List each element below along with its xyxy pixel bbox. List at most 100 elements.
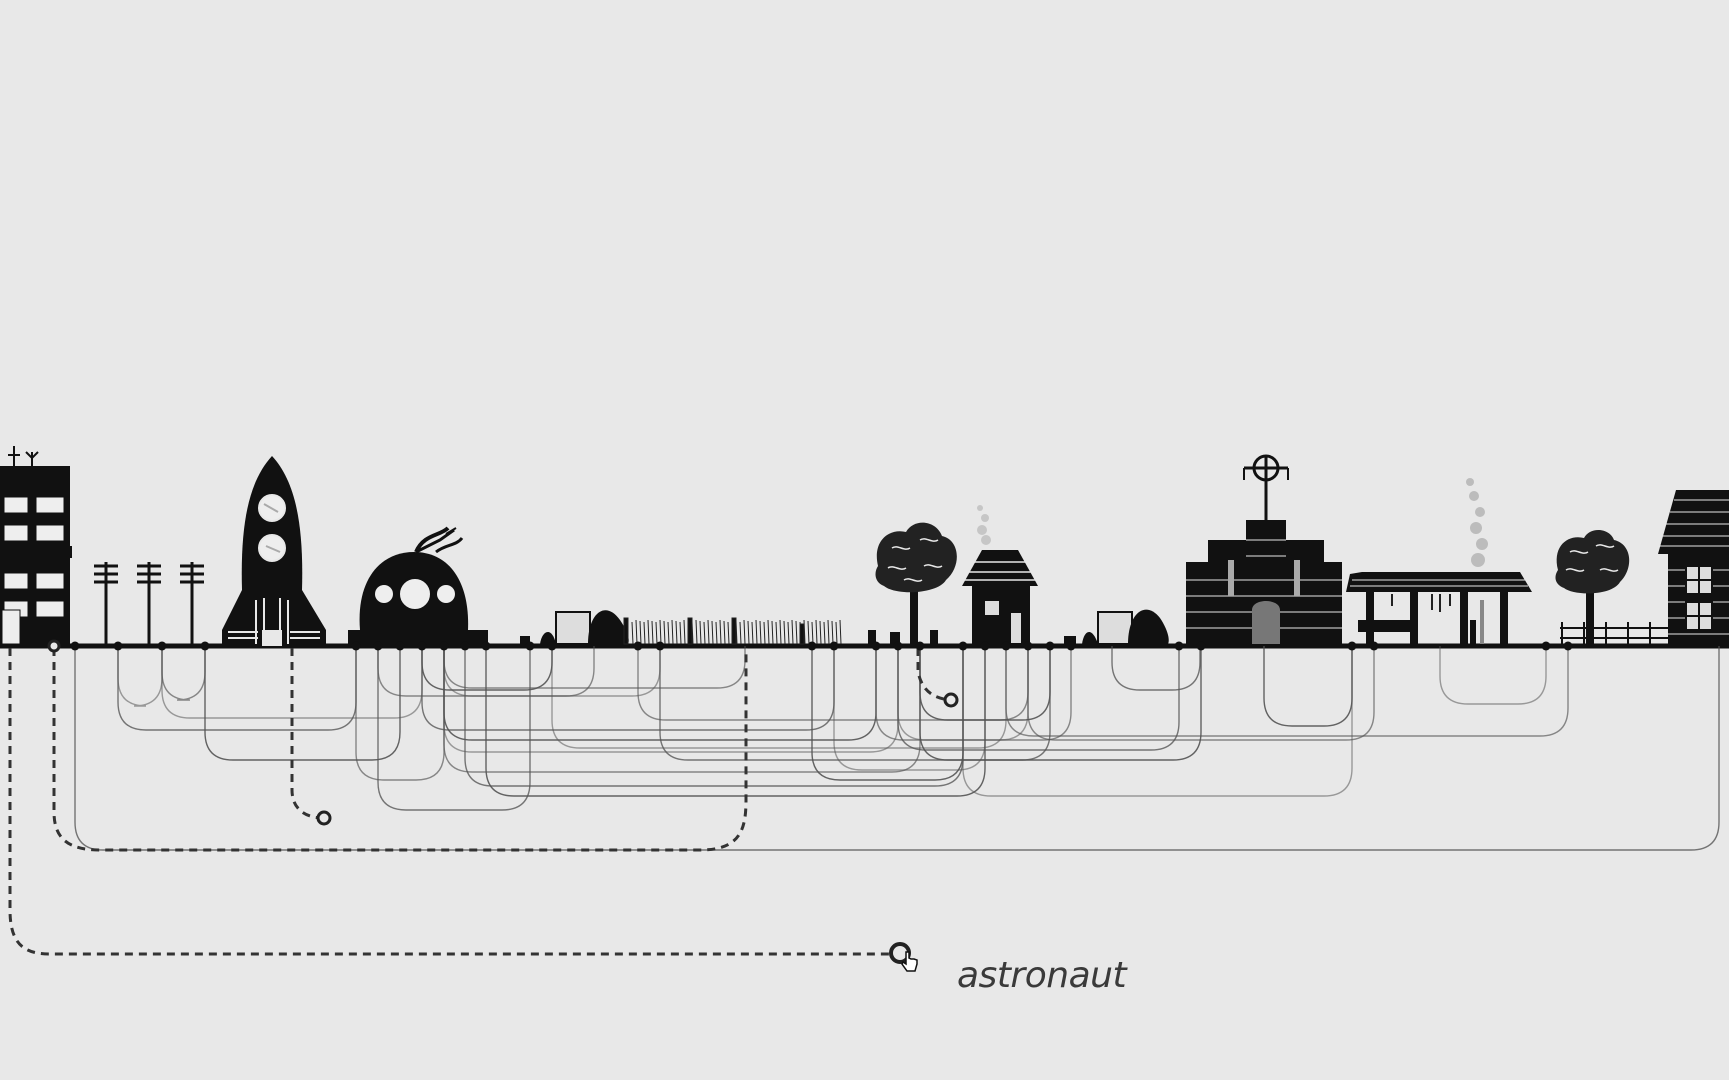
- brick-house[interactable]: [1658, 490, 1729, 644]
- ground-node[interactable]: [893, 641, 903, 651]
- dashed-path-astronaut: [8, 648, 900, 956]
- ground-node[interactable]: [525, 641, 535, 651]
- ground-node[interactable]: [460, 641, 470, 651]
- field-stalk: [787, 621, 790, 645]
- connection-arc: [1027, 646, 1375, 741]
- field-stalk: [831, 620, 834, 645]
- forge-shed[interactable]: [1346, 478, 1532, 644]
- ground-node[interactable]: [633, 641, 643, 651]
- small-cottage[interactable]: [962, 505, 1038, 645]
- ground-node[interactable]: [829, 641, 839, 651]
- field-stalk: [723, 620, 726, 645]
- field-stalk: [771, 620, 774, 645]
- ground-node[interactable]: [1045, 641, 1055, 651]
- field-stalk: [639, 620, 642, 645]
- field-stalk: [703, 621, 706, 645]
- ground-node[interactable]: [1001, 641, 1011, 651]
- field-stalk: [811, 621, 814, 645]
- ground-node[interactable]: [1347, 641, 1357, 651]
- ground-node[interactable]: [113, 641, 123, 651]
- field-stalk: [827, 619, 830, 645]
- field-stalk: [747, 620, 750, 645]
- rocket[interactable]: [222, 456, 326, 646]
- ground-node[interactable]: [1066, 641, 1076, 651]
- ground-node[interactable]: [351, 641, 361, 651]
- connection-arc: [377, 646, 531, 811]
- ground-nodes[interactable]: [70, 641, 1573, 651]
- ground-node[interactable]: [1563, 641, 1573, 651]
- bushes[interactable]: [520, 609, 1169, 645]
- field-stalk: [651, 620, 654, 645]
- field-stalk: [763, 621, 766, 645]
- dashed-path-tree: [916, 648, 951, 702]
- field-stalk: [767, 619, 770, 645]
- dashed-path-building: [52, 648, 748, 852]
- connection-arc: [464, 646, 964, 787]
- ground-node[interactable]: [157, 641, 167, 651]
- ground-node[interactable]: [871, 641, 881, 651]
- ground-node[interactable]: [958, 641, 968, 651]
- connection-arc: [117, 646, 163, 707]
- connection-arc: [897, 646, 1180, 751]
- ground-node[interactable]: [1369, 641, 1379, 651]
- field-stalk: [643, 621, 646, 645]
- ground-node[interactable]: [481, 641, 491, 651]
- connection-arc: [551, 646, 1007, 749]
- ground-node[interactable]: [373, 641, 383, 651]
- church[interactable]: [1186, 454, 1342, 644]
- dome-house[interactable]: [348, 526, 488, 644]
- field-stalk: [659, 619, 662, 645]
- field-stalk: [779, 619, 782, 645]
- connection-arc: [1439, 646, 1547, 705]
- connection-arc: [962, 646, 1353, 797]
- ground-node[interactable]: [807, 641, 817, 651]
- field-stalk: [679, 621, 682, 645]
- ground-node[interactable]: [395, 641, 405, 651]
- ground-node[interactable]: [547, 641, 557, 651]
- field-stalk: [699, 620, 702, 645]
- connection-arc: [204, 646, 401, 761]
- ground-node[interactable]: [1541, 641, 1551, 651]
- tree-left[interactable]: [868, 522, 957, 644]
- field-stalk: [655, 621, 658, 645]
- connection-arc: [1005, 646, 1569, 737]
- ground-node[interactable]: [1174, 641, 1184, 651]
- hand-pointer-icon: [901, 951, 918, 972]
- field-stalk: [823, 621, 826, 645]
- ground-node[interactable]: [1196, 641, 1206, 651]
- ground-node[interactable]: [980, 641, 990, 651]
- field-stalk: [683, 619, 686, 645]
- field-stalk: [751, 621, 754, 645]
- field-stalk: [715, 621, 718, 645]
- field-stalk: [775, 621, 778, 645]
- ground-node[interactable]: [70, 641, 80, 651]
- selected-paths: [8, 648, 951, 956]
- connection-arc: [443, 646, 746, 689]
- ring-node-icon[interactable]: [47, 639, 959, 964]
- ground-node[interactable]: [1023, 641, 1033, 651]
- apartment-building[interactable]: [0, 446, 72, 646]
- ground-node[interactable]: [439, 641, 449, 651]
- field-stalk: [739, 621, 742, 645]
- field-stalk: [795, 620, 798, 645]
- ground-node[interactable]: [655, 641, 665, 651]
- dashed-path-rocket: [290, 648, 325, 820]
- field-stalk: [631, 621, 634, 645]
- connection-arc: [377, 646, 595, 697]
- field-stalk: [819, 620, 822, 645]
- tree-right[interactable]: [1555, 529, 1668, 644]
- connection-arc: [485, 646, 986, 797]
- power-poles[interactable]: [94, 562, 204, 644]
- ground-node[interactable]: [417, 641, 427, 651]
- ground-node[interactable]: [915, 641, 925, 651]
- connection-arc: [421, 646, 835, 731]
- connection-arc: [833, 646, 986, 771]
- field-stalk: [743, 619, 746, 645]
- field-fence[interactable]: [623, 617, 842, 645]
- field-stalk: [839, 619, 842, 645]
- selected-label: astronaut: [957, 955, 1127, 996]
- ground-node[interactable]: [200, 641, 210, 651]
- field-stalk: [835, 621, 838, 645]
